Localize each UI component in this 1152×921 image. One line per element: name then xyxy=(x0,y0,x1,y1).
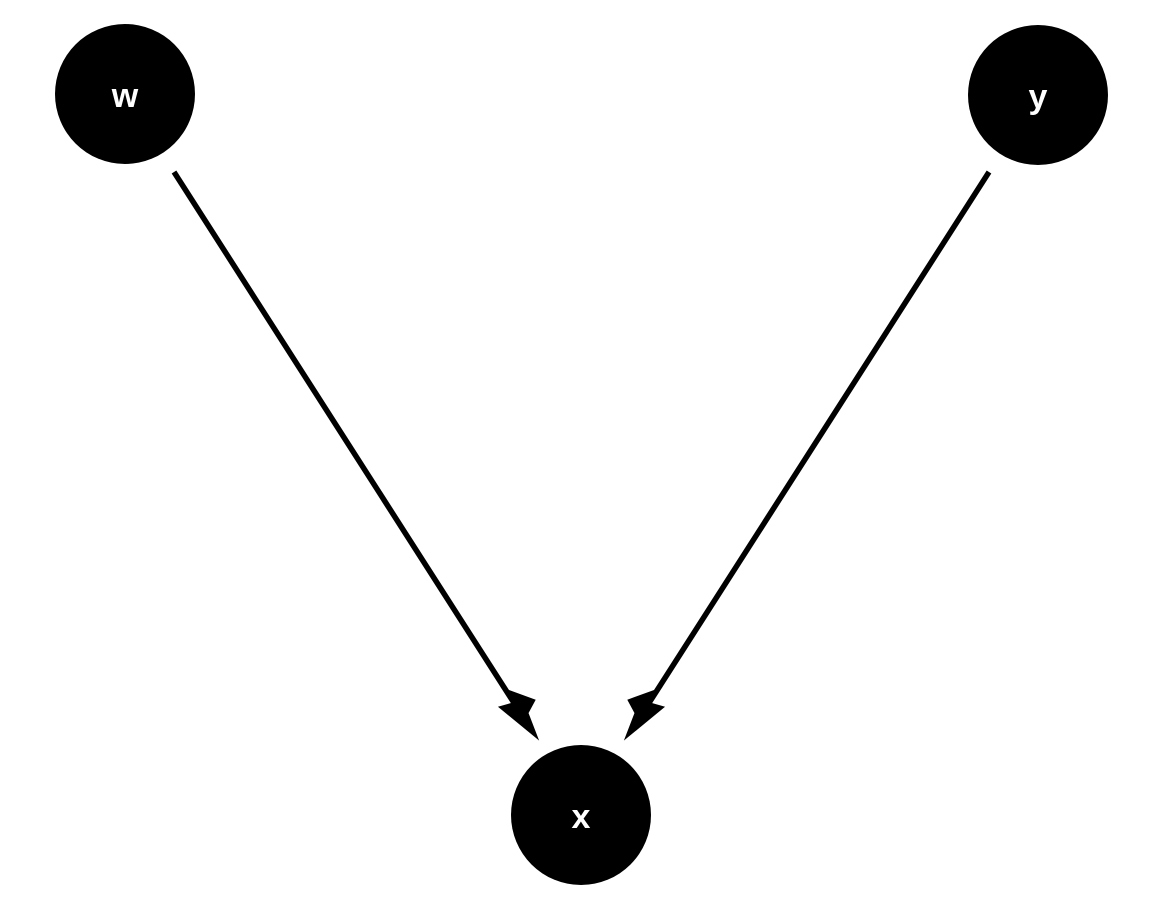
node-y[interactable]: y xyxy=(968,25,1108,165)
node-label-y: y xyxy=(1029,78,1048,116)
edge-w-to-x[interactable] xyxy=(171,170,540,741)
arrowhead-y-to-x xyxy=(623,686,666,741)
edge-line-y-to-x xyxy=(637,170,992,719)
node-circle-x xyxy=(511,745,651,885)
arrowhead-w-to-x xyxy=(497,686,540,741)
edge-y-to-x[interactable] xyxy=(623,170,992,741)
node-label-x: x xyxy=(572,798,591,836)
edge-line-w-to-x xyxy=(171,170,526,719)
node-circle-y xyxy=(968,25,1108,165)
node-w[interactable]: w xyxy=(55,24,195,164)
node-x[interactable]: x xyxy=(511,745,651,885)
node-circle-w xyxy=(55,24,195,164)
node-label-w: w xyxy=(111,77,139,115)
